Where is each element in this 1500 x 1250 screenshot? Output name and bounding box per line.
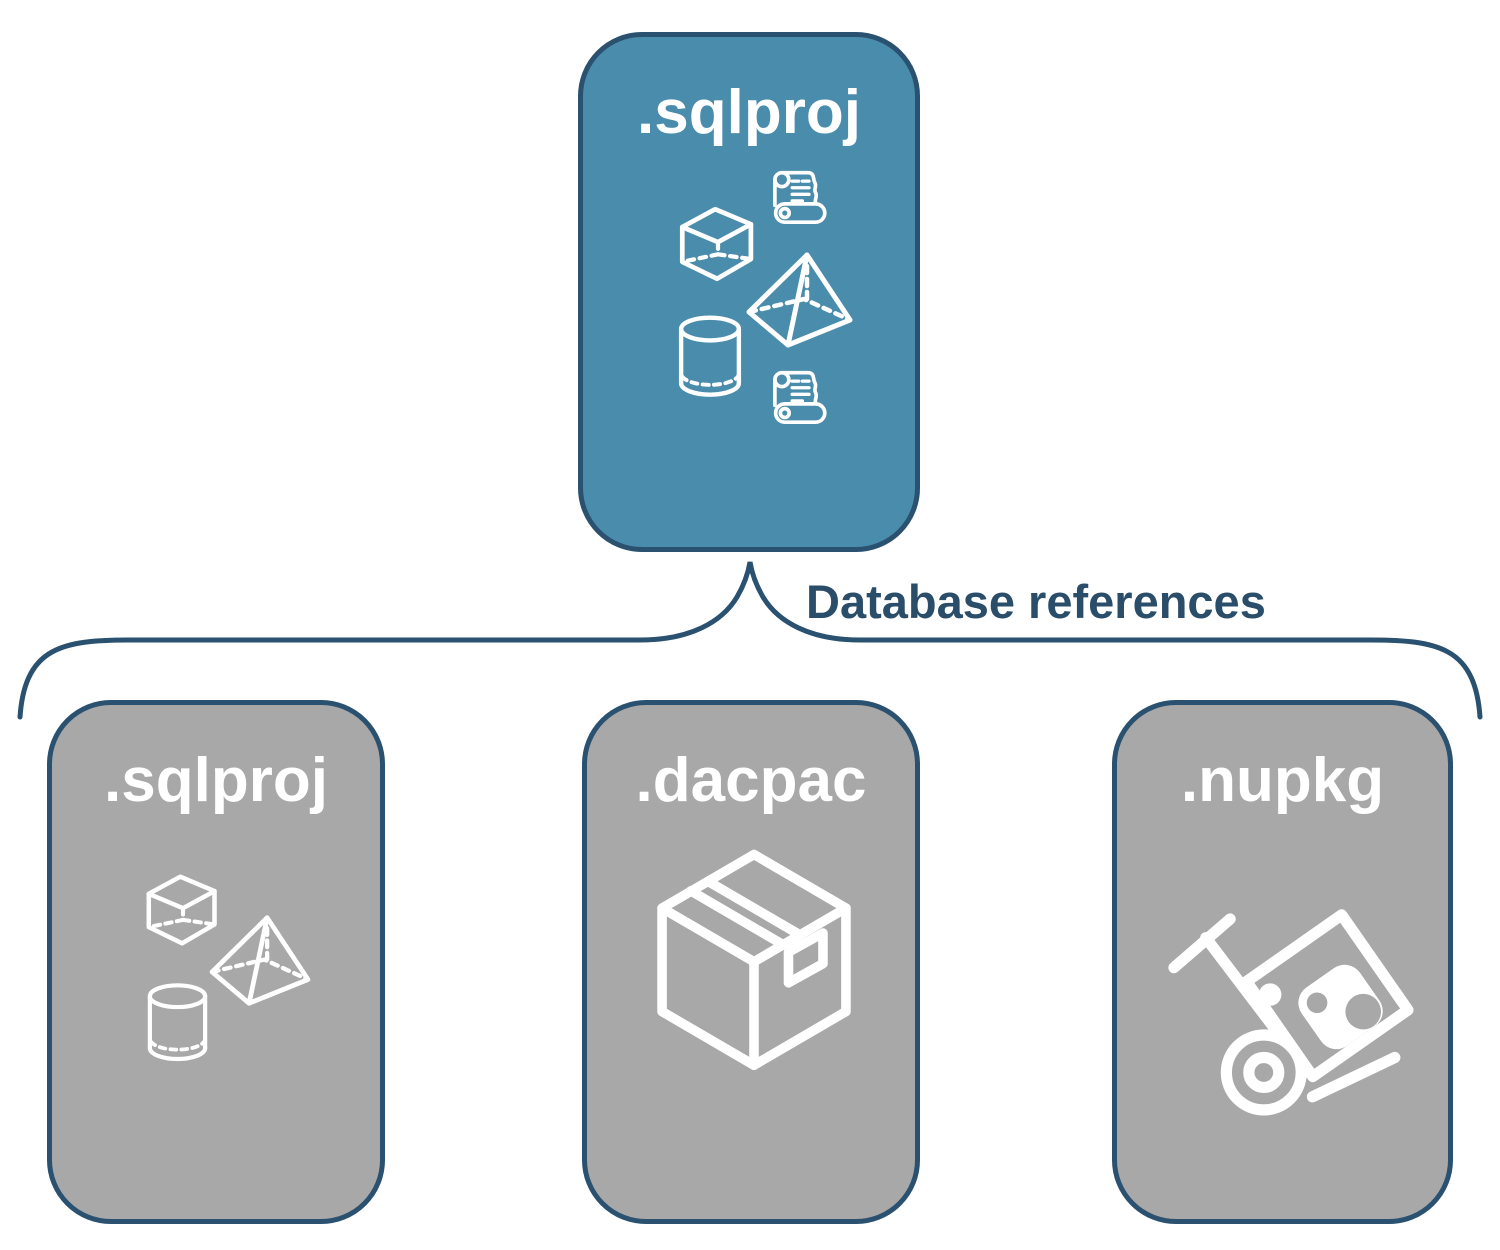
pyramid-icon xyxy=(212,918,308,1004)
cylinder-icon xyxy=(681,318,739,395)
database-references-label: Database references xyxy=(806,575,1266,628)
child-node-dacpac: .dacpac xyxy=(582,700,920,1224)
cube-icon xyxy=(682,209,751,279)
child-node-nupkg: .nupkg xyxy=(1112,700,1453,1224)
nuget-dolly-icon xyxy=(1174,915,1408,1110)
root-node-title: .sqlproj xyxy=(637,78,861,147)
child-node-title: .dacpac xyxy=(635,746,867,815)
root-node-sqlproj: .sqlproj xyxy=(578,32,920,552)
nuget-dolly-icon xyxy=(1159,861,1421,1123)
scroll-icon xyxy=(773,370,827,425)
child-node-sqlproj: .sqlproj xyxy=(47,700,385,1224)
child-node-title: .nupkg xyxy=(1180,746,1385,815)
sql-objects-icon xyxy=(671,170,881,425)
package-box-icon xyxy=(662,854,846,1065)
child-node-title: .sqlproj xyxy=(104,746,328,815)
scroll-icon xyxy=(773,170,827,225)
sql-objects-icon xyxy=(136,865,366,1080)
cube-icon xyxy=(149,877,215,944)
pyramid-icon xyxy=(749,255,850,345)
package-box-icon xyxy=(639,843,869,1092)
cylinder-icon xyxy=(150,985,205,1059)
